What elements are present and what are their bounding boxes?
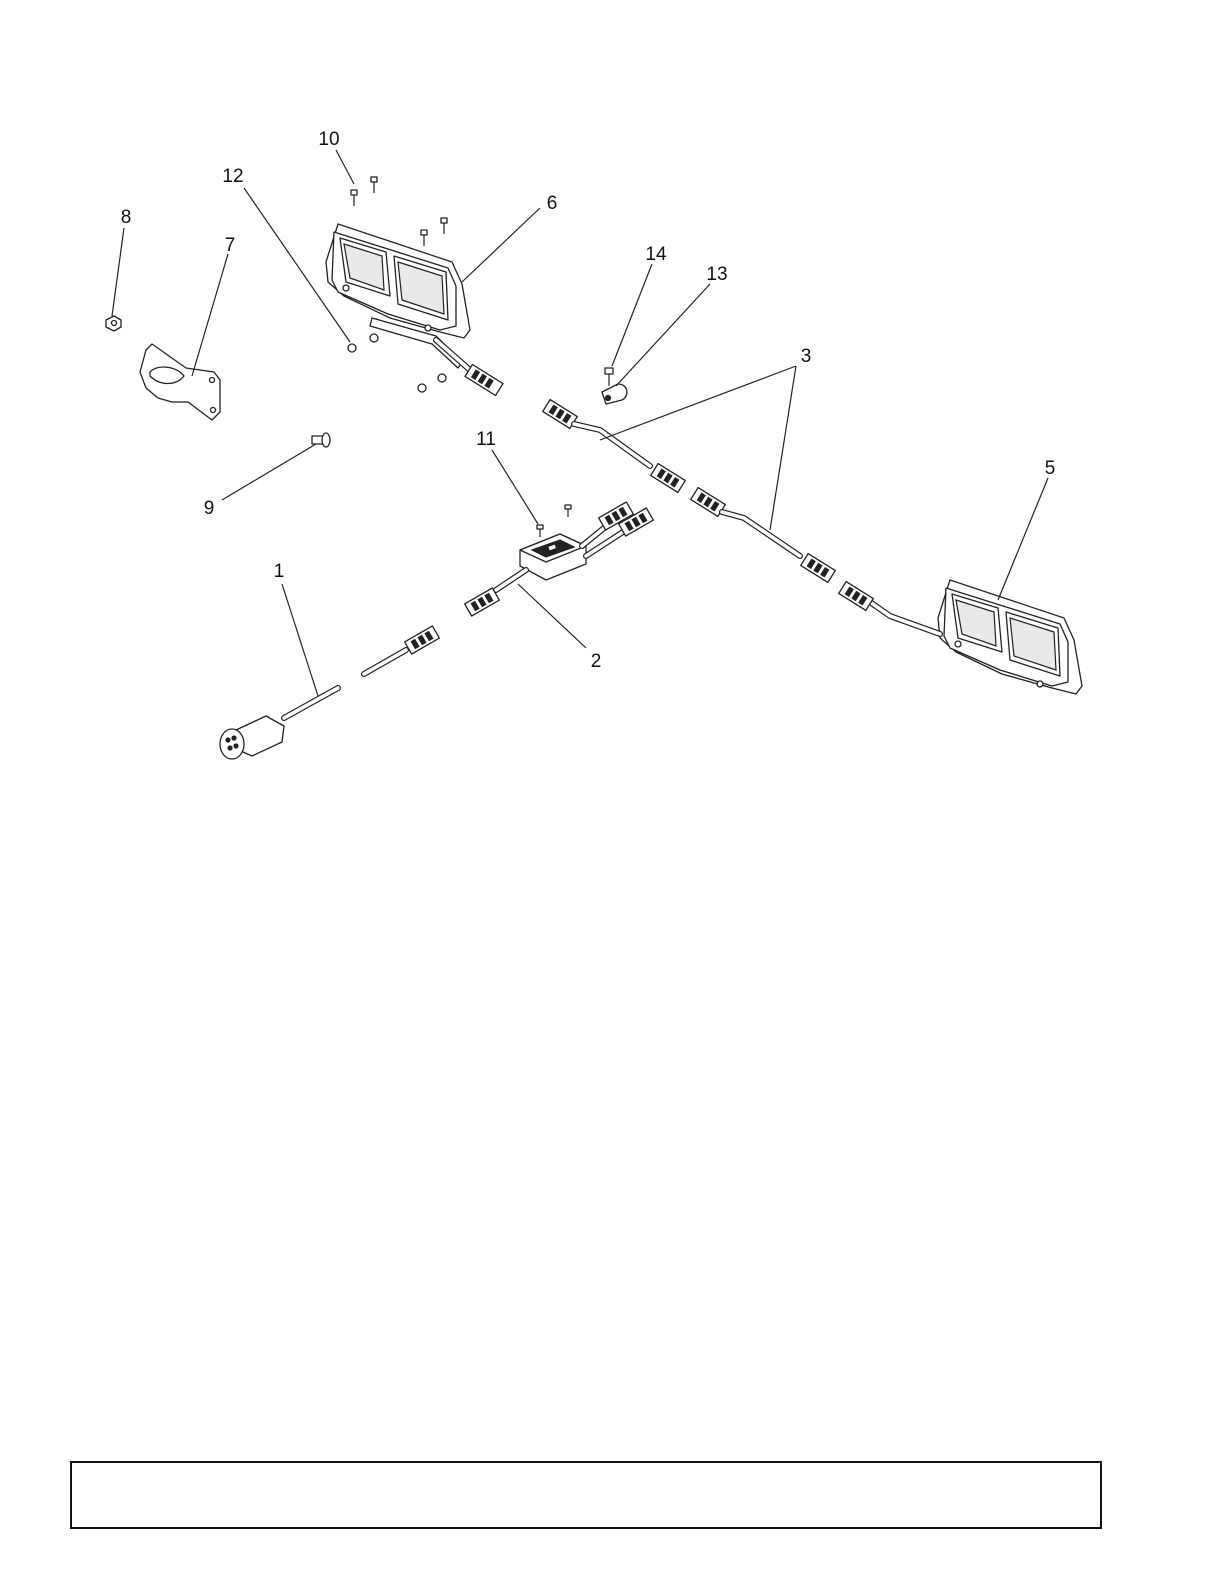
- callout-13: 13: [706, 264, 727, 285]
- callout-7: 7: [225, 235, 236, 256]
- callout-6: 6: [547, 193, 558, 214]
- main-harness-1: [220, 626, 439, 759]
- extension-harness-3a: [543, 400, 686, 493]
- screw-set-11: [537, 505, 571, 537]
- nut-8: [106, 316, 121, 331]
- mounting-bracket-7: [140, 344, 220, 420]
- cable-clamp-13: [602, 384, 627, 404]
- lamp-housing-left: [326, 224, 503, 395]
- extension-harness-3b: [691, 488, 836, 583]
- callout-11: 11: [476, 429, 496, 450]
- callout-14: 14: [645, 244, 667, 265]
- exploded-parts-diagram: 1 2 3 5 6 7 8 9 10 11 12 13 14: [0, 0, 1224, 820]
- screw-14: [605, 368, 613, 386]
- callout-8: 8: [121, 207, 132, 228]
- callout-12: 12: [222, 166, 243, 187]
- callout-10: 10: [318, 129, 339, 150]
- callout-9: 9: [204, 498, 215, 519]
- callout-2: 2: [591, 651, 602, 672]
- callout-1: 1: [274, 561, 285, 582]
- callout-5: 5: [1045, 458, 1056, 479]
- callout-3: 3: [801, 346, 812, 367]
- lamp-housing-right: [839, 580, 1082, 694]
- callout-labels: 1 2 3 5 6 7 8 9 10 11 12 13 14: [121, 129, 1056, 672]
- module-harness-2: [465, 502, 654, 616]
- caption-box: [70, 1461, 1102, 1529]
